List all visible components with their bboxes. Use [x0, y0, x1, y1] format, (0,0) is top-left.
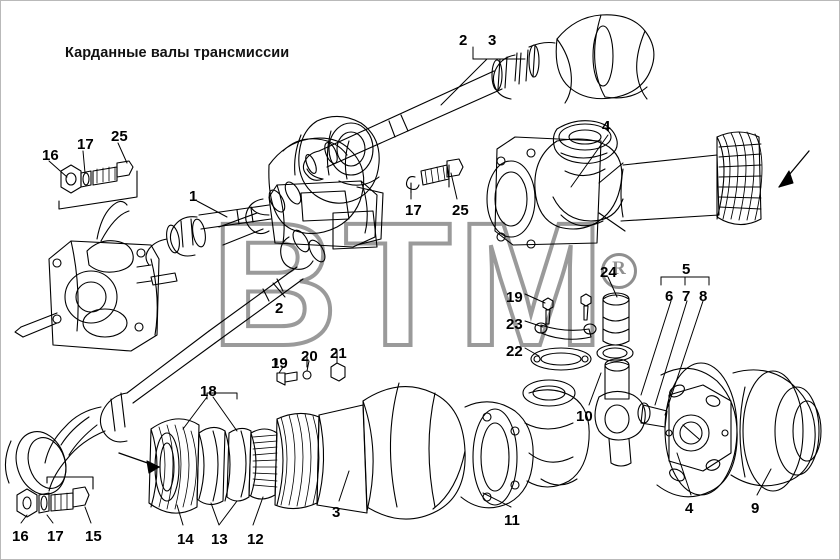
page-title: Карданные валы трансмиссии — [65, 45, 290, 61]
callout-number-14: 14 — [177, 531, 194, 548]
leader-lines — [20, 46, 772, 526]
callout-number-2t: 2 — [459, 32, 468, 49]
callout-number-17b: 17 — [405, 202, 422, 219]
main-propeller-shaft — [126, 204, 304, 404]
callout-number-3t: 3 — [488, 32, 497, 49]
callout-number-5: 5 — [682, 261, 691, 278]
callout-number-13: 13 — [211, 531, 228, 548]
watermark-registered-icon: R — [601, 253, 637, 289]
callout-number-19a: 19 — [506, 289, 523, 306]
rubber-boot-main — [362, 382, 534, 520]
splined-sleeve-assembly — [148, 404, 368, 514]
callout-number-11: 11 — [504, 512, 520, 529]
bolt-set-top-left — [58, 160, 138, 210]
callout-number-22: 22 — [506, 343, 523, 360]
callout-number-4b: 4 — [685, 500, 694, 517]
callout-number-6: 6 — [665, 288, 674, 305]
callout-number-16b: 16 — [12, 528, 29, 545]
callout-number-8: 8 — [699, 288, 708, 305]
rear-axle-input-assembly — [302, 14, 655, 181]
callout-number-24: 24 — [600, 264, 617, 281]
callout-number-10: 10 — [576, 408, 593, 425]
callout-number-25b: 25 — [452, 202, 469, 219]
callout-number-12: 12 — [247, 531, 264, 548]
rubber-boot-left — [4, 392, 160, 495]
flange-yoke-splined-shaft — [486, 120, 810, 249]
callout-number-4r: 4 — [602, 118, 611, 135]
callout-number-9: 9 — [751, 500, 760, 517]
universal-joint-assembly — [522, 292, 822, 498]
callout-number-3b: 3 — [332, 504, 341, 521]
callout-number-17a: 17 — [77, 136, 94, 153]
callout-number-15: 15 — [85, 528, 102, 545]
small-fasteners-center — [276, 350, 346, 386]
callout-number-18: 18 — [200, 383, 217, 400]
gearbox-housing — [14, 200, 178, 352]
callout-number-7: 7 — [682, 288, 691, 305]
small-fasteners-right — [534, 293, 597, 340]
transfer-case-assembly — [218, 115, 384, 270]
callout-number-20: 20 — [301, 348, 318, 365]
callout-number-19b: 19 — [271, 355, 288, 372]
callout-number-25a: 25 — [111, 128, 128, 145]
callout-number-23: 23 — [506, 316, 523, 333]
bolt-set-bottom-left — [16, 476, 94, 518]
callout-number-1: 1 — [189, 188, 198, 205]
callout-number-2m: 2 — [275, 300, 284, 317]
callout-number-16a: 16 — [42, 147, 59, 164]
callout-number-21: 21 — [330, 345, 347, 362]
callout-number-17c: 17 — [47, 528, 64, 545]
